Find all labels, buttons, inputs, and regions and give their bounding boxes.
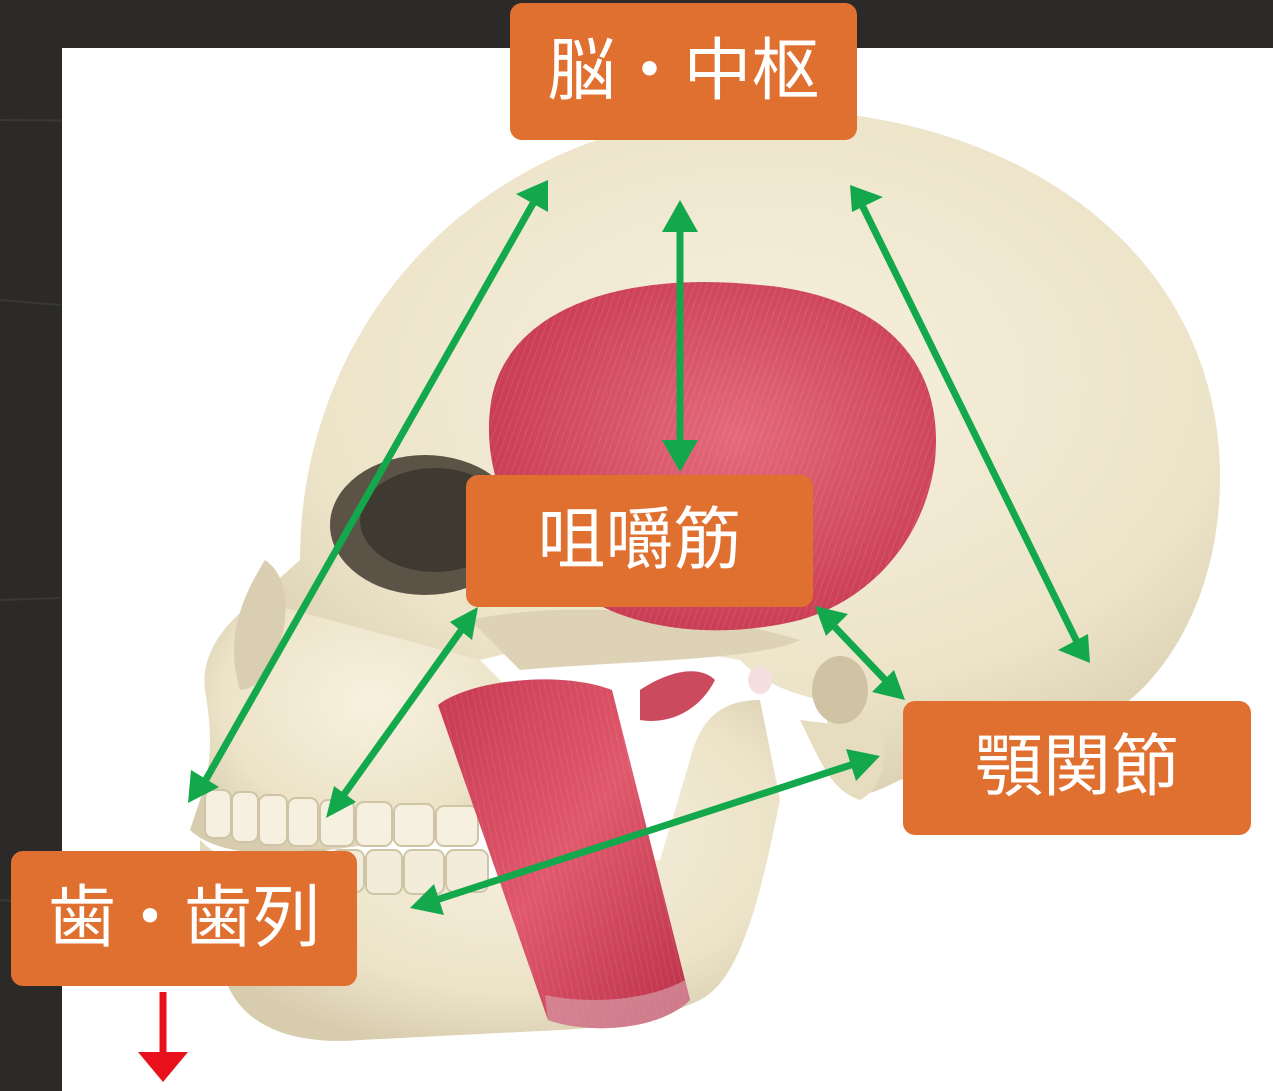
label-teeth-dentition: 歯・歯列 [11,851,357,986]
label-masticatory-muscle: 咀嚼筋 [466,475,813,607]
label-brain-center: 脳・中枢 [510,3,857,140]
label-tmj: 顎関節 [903,701,1251,835]
